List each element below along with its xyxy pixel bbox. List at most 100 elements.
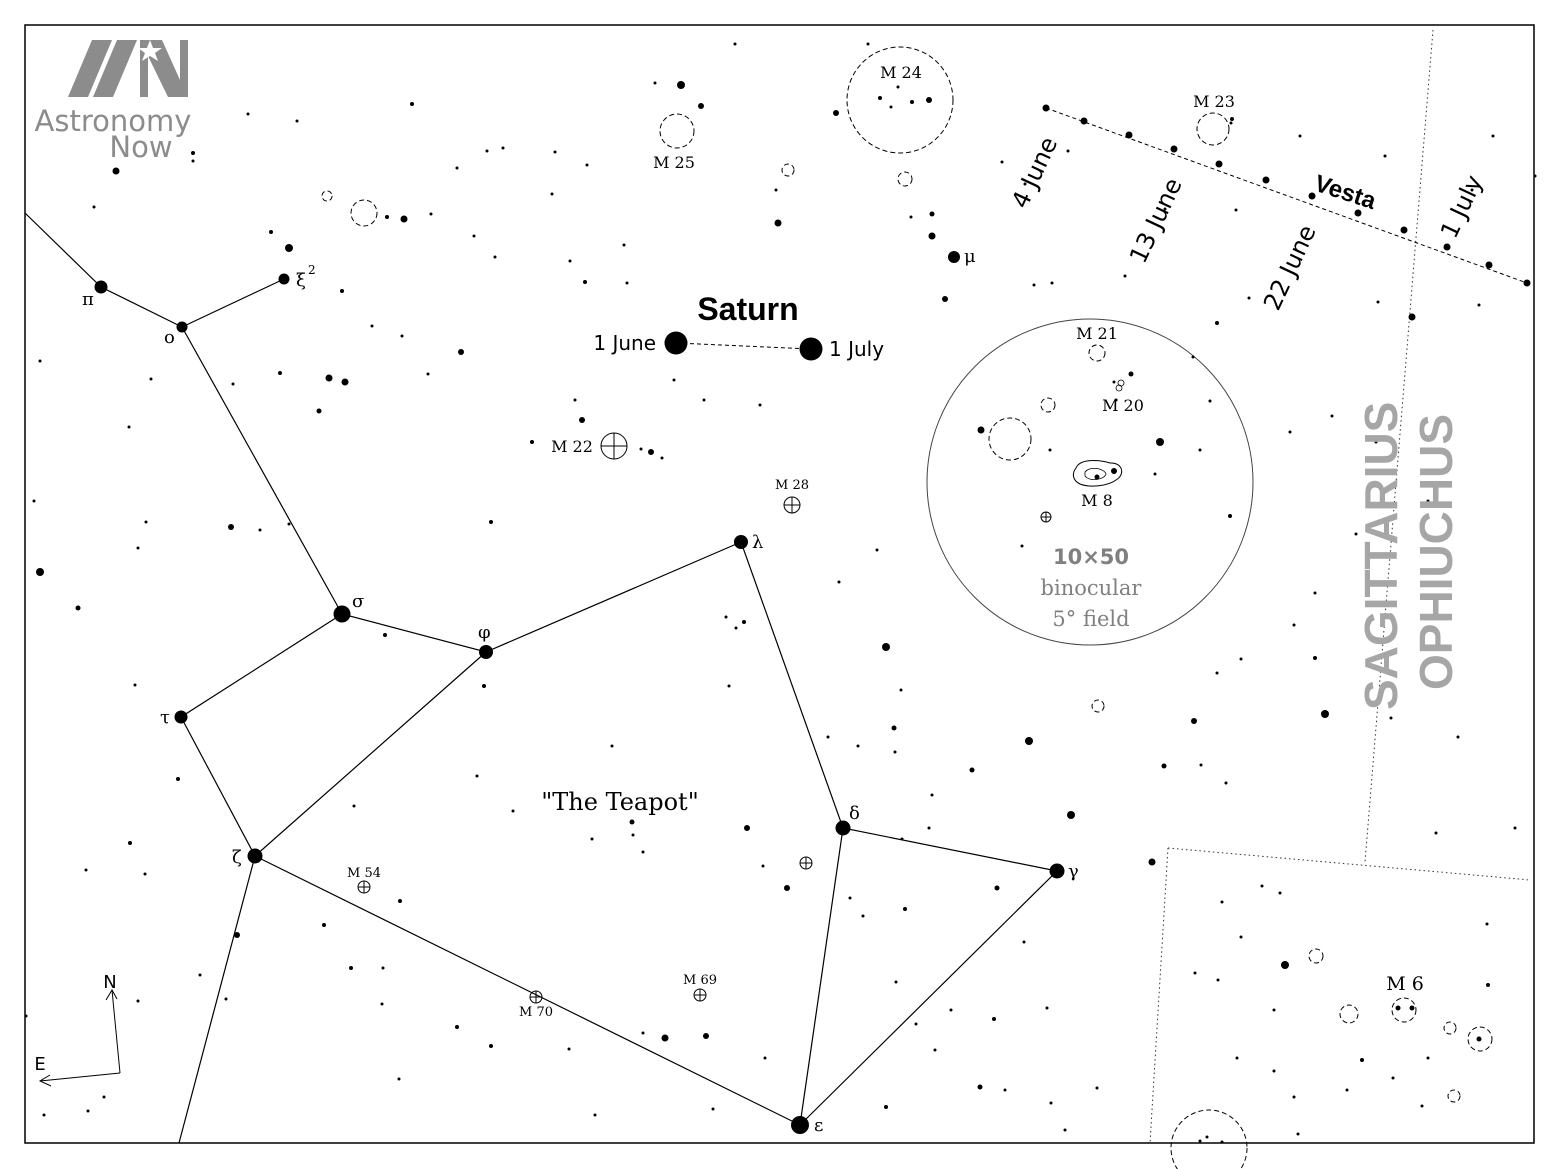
background-star xyxy=(1229,121,1233,125)
background-star xyxy=(143,872,147,876)
background-star xyxy=(1313,656,1317,660)
background-star xyxy=(1235,1056,1239,1060)
background-star xyxy=(593,1113,597,1117)
background-star xyxy=(894,980,898,984)
background-stars xyxy=(24,42,1537,1144)
m54-globular xyxy=(357,880,371,894)
background-star xyxy=(24,1014,28,1018)
background-star xyxy=(1045,1006,1049,1010)
logo-stripe xyxy=(68,40,112,97)
teapot-title: "The Teapot" xyxy=(541,788,699,816)
background-star xyxy=(1049,1101,1053,1105)
background-star xyxy=(1208,399,1212,403)
background-star xyxy=(1374,440,1378,444)
background-star xyxy=(136,999,140,1003)
background-star xyxy=(1198,1139,1202,1143)
background-star xyxy=(112,167,120,175)
background-star xyxy=(1094,474,1100,480)
background-star xyxy=(1391,1076,1395,1080)
background-star xyxy=(1193,971,1197,975)
teapot-lines xyxy=(24,212,1059,1144)
background-star xyxy=(1260,884,1264,888)
m8-nebula xyxy=(1072,460,1123,487)
background-star xyxy=(914,1022,918,1026)
background-star xyxy=(837,580,841,584)
background-star xyxy=(42,1113,46,1117)
m70-globular xyxy=(529,990,543,1004)
m6-outline xyxy=(1391,997,1417,1023)
binocular-field-size: 10×50 xyxy=(1053,545,1129,569)
background-star xyxy=(1156,438,1164,446)
saturn-1-july xyxy=(799,337,823,361)
background-star xyxy=(899,688,903,692)
vesta-position xyxy=(1485,261,1493,269)
m24-outline xyxy=(846,46,954,154)
background-star xyxy=(1220,900,1224,904)
background-star xyxy=(724,615,728,619)
cluster-outline xyxy=(1091,699,1105,713)
vesta-position xyxy=(1215,160,1223,168)
background-star xyxy=(1220,1140,1224,1144)
star-tau xyxy=(174,710,188,724)
binocular-field-type: binocular xyxy=(1041,576,1143,600)
label-phi: φ xyxy=(478,622,491,643)
background-star xyxy=(928,232,936,240)
label-m28: M 28 xyxy=(775,478,809,493)
background-star xyxy=(761,864,765,868)
star-pi xyxy=(94,280,108,294)
background-star xyxy=(698,103,704,109)
background-star xyxy=(734,626,738,630)
background-star xyxy=(1230,117,1234,121)
binocular-field-circle xyxy=(926,318,1254,646)
background-star xyxy=(489,520,493,524)
background-star xyxy=(1389,716,1393,720)
background-star xyxy=(1199,763,1203,767)
background-star xyxy=(482,684,486,688)
globular xyxy=(799,856,813,870)
background-star xyxy=(677,81,685,89)
background-star xyxy=(144,520,148,524)
vesta-position xyxy=(1262,176,1270,184)
label-m22: M 22 xyxy=(551,437,593,456)
background-star xyxy=(149,377,153,381)
background-star xyxy=(429,212,433,216)
label-delta: δ xyxy=(849,803,860,824)
background-star xyxy=(1434,831,1438,835)
binocular-field-width: 5° field xyxy=(1052,607,1129,631)
label-gamma: γ xyxy=(1068,861,1079,882)
background-star xyxy=(573,398,577,402)
background-star xyxy=(949,1008,953,1012)
saturn-end-date: 1 July xyxy=(829,337,884,361)
background-star xyxy=(426,372,430,376)
vesta-positions xyxy=(1042,104,1531,287)
background-star xyxy=(1298,134,1302,138)
vesta-position xyxy=(1443,243,1451,251)
saturn-start-date: 1 June xyxy=(593,331,656,355)
vesta-position xyxy=(1354,209,1362,217)
background-star xyxy=(269,230,273,234)
star-delta xyxy=(835,820,851,836)
label-m25: M 25 xyxy=(653,153,695,172)
vesta-position xyxy=(1170,145,1178,153)
background-star xyxy=(930,793,934,797)
background-star xyxy=(1163,207,1167,211)
background-star xyxy=(1239,935,1243,939)
cluster-outline xyxy=(350,199,378,227)
vesta-position xyxy=(1523,279,1531,287)
cluster-outline xyxy=(988,417,1032,461)
background-star xyxy=(992,1017,996,1021)
background-star xyxy=(1491,134,1495,138)
cluster-outlines xyxy=(321,46,1493,1169)
background-star xyxy=(1485,922,1489,926)
vesta-position xyxy=(1400,226,1408,234)
background-star xyxy=(455,166,459,170)
background-star xyxy=(370,324,374,328)
background-star xyxy=(1095,1086,1099,1090)
background-star xyxy=(92,205,96,209)
background-star xyxy=(550,192,554,196)
background-star xyxy=(702,398,706,402)
cluster-outline xyxy=(1443,1021,1457,1035)
background-star xyxy=(1111,468,1117,474)
background-star xyxy=(228,524,234,530)
background-star xyxy=(1224,781,1228,785)
